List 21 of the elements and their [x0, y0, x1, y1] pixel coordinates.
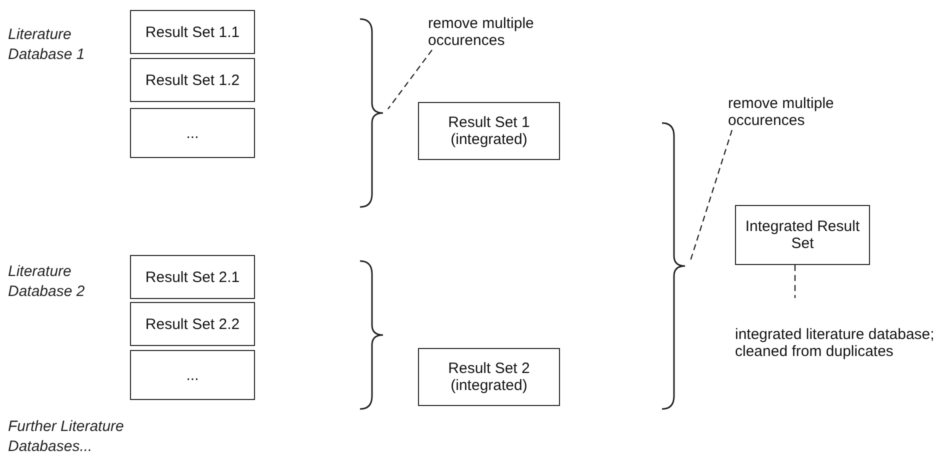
- annotation-text: integrated literature database; cleaned from duplicates: [735, 298, 935, 388]
- result-set-box: ...: [130, 108, 255, 158]
- result-set-box: Result Set 1.1: [130, 10, 255, 54]
- database-label: Literature Database 1: [8, 25, 86, 65]
- database-label: Further Literature Databases...: [8, 417, 125, 457]
- annotation-text: remove multiple occurences: [428, 10, 558, 54]
- result-set-box: Result Set 1.2: [130, 58, 255, 102]
- curly-brace: [662, 122, 686, 410]
- curly-brace: [360, 18, 384, 208]
- result-set-box: Result Set 2.1: [130, 255, 255, 299]
- curly-brace: [360, 260, 384, 410]
- result-set-box: Result Set 1 (integrated): [418, 102, 560, 160]
- result-set-box: ...: [130, 350, 255, 400]
- leader-line: [794, 265, 796, 298]
- annotation-text: remove multiple occurences: [728, 90, 858, 134]
- leader-line: [388, 50, 432, 110]
- leader-line: [689, 130, 733, 262]
- result-set-box: Integrated Result Set: [735, 205, 870, 265]
- result-set-box: Result Set 2.2: [130, 302, 255, 346]
- result-set-box: Result Set 2 (integrated): [418, 348, 560, 406]
- database-label: Literature Database 2: [8, 262, 86, 302]
